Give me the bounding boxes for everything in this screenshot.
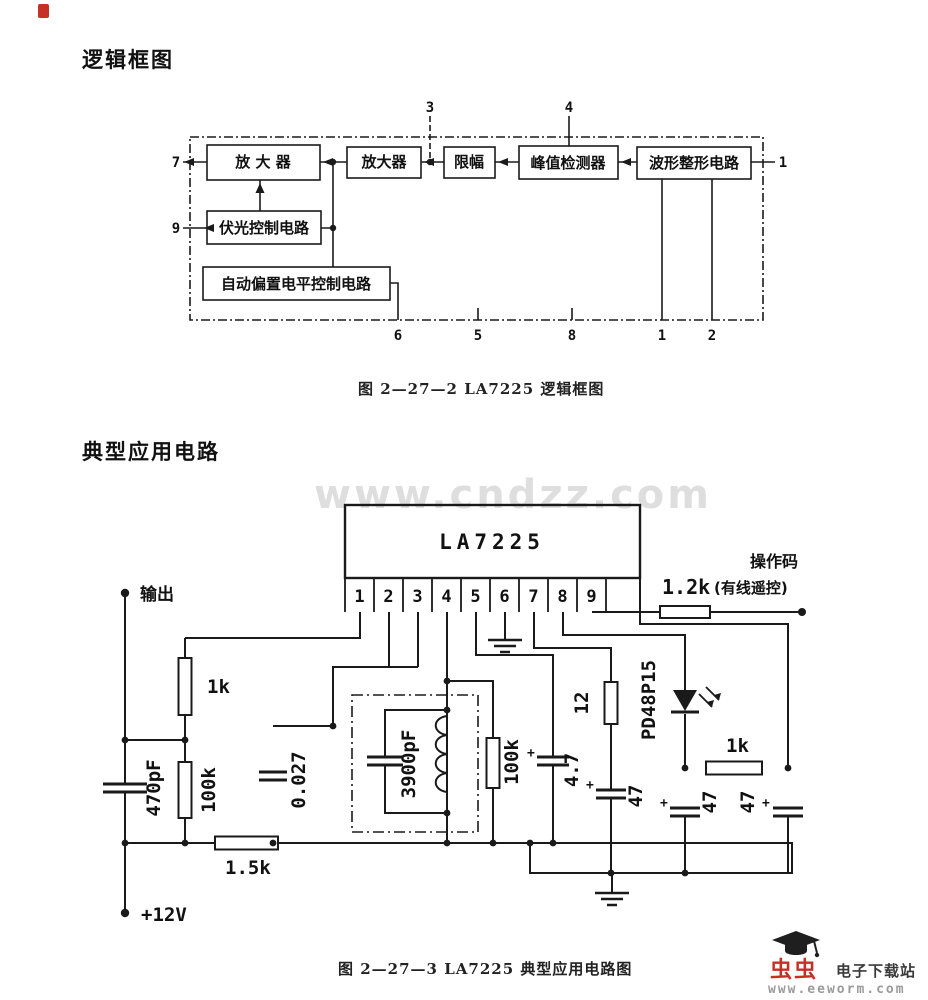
label-light-control: 伏光控制电路 <box>219 219 310 237</box>
logic-pin-1-bottom: 1 <box>658 328 666 344</box>
application-circuit: 1 2 3 4 5 6 7 8 9 LA7225 输出 +12V 1k 470p… <box>103 503 806 926</box>
logic-pin-8: 8 <box>568 328 576 344</box>
logic-block-diagram: 放 大 器 放大器 限幅 峰值检测器 波形整形电路 伏光控制电路 自动偏置电平控… <box>172 100 787 344</box>
cap-47-a <box>596 788 626 800</box>
resistor-1k-right <box>705 760 763 776</box>
ic-pin-6: 6 <box>499 587 509 607</box>
cap-4p7 <box>537 755 569 767</box>
logic-arrowheads <box>184 158 631 232</box>
logo-brand: 虫虫 <box>770 958 819 983</box>
label-amp2: 放大器 <box>360 153 407 171</box>
label-r12: 12 <box>571 692 593 715</box>
logo-site-type: 电子下载站 <box>836 962 917 980</box>
tank-dashed-box <box>351 694 479 833</box>
logic-pin-6: 6 <box>394 328 402 344</box>
label-c470pf: 470pF <box>143 759 165 816</box>
caption-logic-diagram: 图 2—27—2 LA7225 逻辑框图 <box>358 380 605 398</box>
inductor-coil <box>434 715 448 793</box>
plus-c47-b: + <box>660 796 668 811</box>
ic-body <box>343 503 642 580</box>
resistor-100k-mid <box>485 737 501 789</box>
ic-pin-4: 4 <box>441 587 451 607</box>
logic-pin-4: 4 <box>565 100 573 116</box>
logic-pin-5: 5 <box>474 328 482 344</box>
label-op-code: 操作码 <box>750 552 798 571</box>
ic-pin-9: 9 <box>586 587 596 607</box>
label-r100k-left: 100k <box>198 767 220 813</box>
circuit-junction-dots <box>120 588 792 918</box>
cap-0027 <box>259 770 287 782</box>
label-photodiode: PD48P15 <box>638 660 660 740</box>
cap-47-c <box>773 806 803 818</box>
block-wave-shaper <box>636 146 752 180</box>
plus-c4p7: + <box>527 746 535 761</box>
label-c47-b: 47 <box>699 791 721 814</box>
block-auto-bias <box>202 266 391 301</box>
resistor-1p5k <box>214 835 279 851</box>
ground-top <box>488 638 522 654</box>
ground-bottom <box>595 891 629 907</box>
logic-frame <box>189 136 764 321</box>
label-c0027: 0.027 <box>288 751 310 808</box>
ic-label: LA7225 <box>439 530 545 554</box>
label-r1k-left: 1k <box>207 676 230 698</box>
ic-pin-3: 3 <box>412 587 422 607</box>
logic-pin-2: 2 <box>708 328 716 344</box>
section-heading-app: 典型应用电路 <box>82 440 220 464</box>
resistor-1k-left <box>177 657 193 716</box>
label-amp1: 放 大 器 <box>234 153 291 171</box>
graduation-cap-icon <box>772 931 820 958</box>
cap-470pf <box>103 782 147 794</box>
ic-pin-7: 7 <box>528 587 538 607</box>
cap-47-b <box>670 806 700 818</box>
resistor-100k-left <box>177 761 193 819</box>
section-heading-logic: 逻辑框图 <box>82 48 174 72</box>
site-logo: 虫虫 电子下载站 www.eeworm.com <box>764 928 926 1000</box>
resistor-1p2k <box>659 605 711 619</box>
ic-pin-2: 2 <box>383 587 393 607</box>
label-auto-bias: 自动偏置电平控制电路 <box>221 275 372 293</box>
label-c4p7: 4.7 <box>561 753 583 787</box>
plus-c47-c: + <box>762 796 770 811</box>
label-r1p5k: 1.5k <box>225 857 271 879</box>
label-wave-shaper: 波形整形电路 <box>649 154 740 172</box>
label-limiter: 限幅 <box>454 153 484 171</box>
corner-mark <box>38 4 49 18</box>
logic-pin-7: 7 <box>172 155 180 171</box>
label-c47-c: 47 <box>737 791 759 814</box>
ic-pin-1: 1 <box>354 587 364 607</box>
photodiode-pd48p15 <box>671 686 721 714</box>
logic-pin-9: 9 <box>172 221 180 237</box>
logic-pin-3: 3 <box>426 100 434 116</box>
label-r1k-right: 1k <box>726 735 749 757</box>
logo-url: www.eeworm.com <box>768 982 906 997</box>
label-supply: +12V <box>141 904 187 926</box>
ic-pin-5: 5 <box>470 587 480 607</box>
label-r1p2k-note: (有线遥控) <box>714 579 788 597</box>
watermark-text: www.cndzz.com <box>314 472 712 518</box>
label-output: 输出 <box>140 584 174 605</box>
label-peak-detector: 峰值检测器 <box>530 154 606 172</box>
resistor-12 <box>603 681 619 725</box>
label-r1p2k-value: 1.2k <box>662 575 710 599</box>
capacitors <box>103 755 803 818</box>
plus-c47-a: + <box>586 778 594 793</box>
label-c3900pf: 3900pF <box>398 730 420 799</box>
logic-pin-1-right: 1 <box>779 155 787 171</box>
label-r100k-mid: 100k <box>501 739 523 785</box>
label-c47-a: 47 <box>625 785 647 808</box>
ic-pin-8: 8 <box>557 587 567 607</box>
caption-app-circuit: 图 2—27—3 LA7225 典型应用电路图 <box>338 960 633 978</box>
